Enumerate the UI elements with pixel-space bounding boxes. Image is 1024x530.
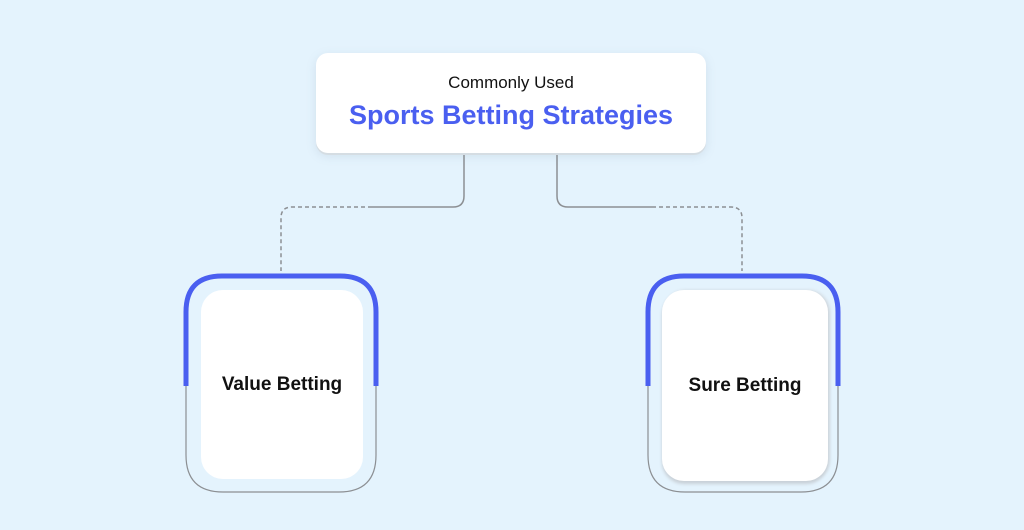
connector-right-dashed — [652, 206, 743, 271]
value-betting-frame — [183, 273, 379, 493]
sure-betting-card: Sure Betting — [662, 290, 828, 481]
connector-right-solid — [556, 155, 652, 208]
connector-left-solid — [372, 155, 465, 208]
connector-left-dashed — [280, 206, 372, 271]
sure-betting-label: Sure Betting — [688, 374, 802, 396]
title-card: Commonly Used Sports Betting Strategies — [316, 53, 706, 153]
value-betting-label: Value Betting — [221, 373, 343, 395]
title-card-heading: Sports Betting Strategies — [348, 100, 674, 130]
title-card-subtitle: Commonly Used — [448, 73, 574, 92]
value-betting-card: Value Betting — [201, 290, 363, 479]
sure-betting-frame — [645, 273, 841, 493]
